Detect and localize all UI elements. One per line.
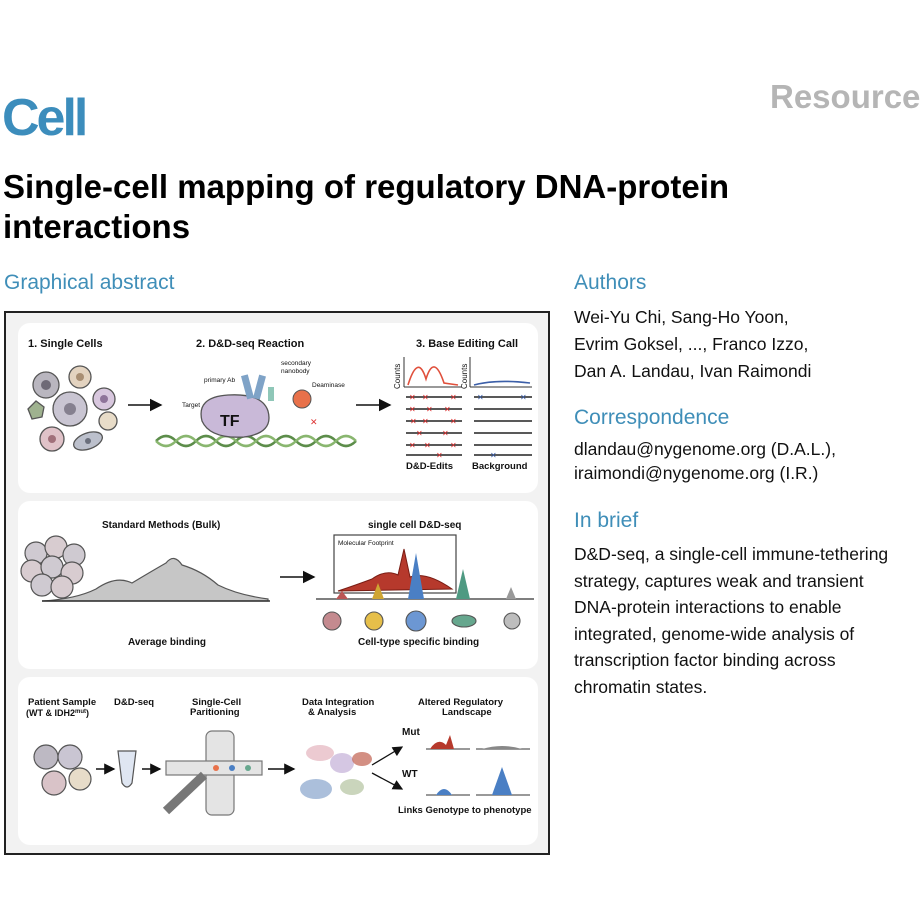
single-cells-illustration bbox=[27, 365, 118, 452]
in-brief-line: integrated, genome-wide analysis of bbox=[574, 623, 855, 644]
integration-label-1: Data Integration bbox=[302, 697, 375, 708]
partition-label-2: Paritioning bbox=[190, 707, 240, 718]
authors-line: Evrim Goksel, ..., Franco Izzo, bbox=[574, 334, 809, 354]
title-line-2: interactions bbox=[3, 208, 191, 245]
svg-text:✕: ✕ bbox=[436, 451, 443, 460]
in-brief-line: chromatin states. bbox=[574, 676, 708, 697]
altered-landscape-label-1: Altered Regulatory bbox=[418, 697, 504, 708]
dd-edits-label: D&D-Edits bbox=[406, 461, 453, 472]
authors-line: Wei-Yu Chi, Sang-Ho Yoon, bbox=[574, 307, 789, 327]
correspondence-list: dlandau@nygenome.org (D.A.L.), iraimondi… bbox=[574, 437, 836, 485]
partition-label-1: Single-Cell bbox=[192, 697, 241, 708]
tf-label: TF bbox=[220, 413, 240, 430]
deaminase-label: Deaminase bbox=[312, 382, 345, 389]
svg-text:✕: ✕ bbox=[442, 429, 449, 438]
graphical-abstract-svg: 1. Single Cells 2. D&D-seq Reaction 3. B… bbox=[18, 323, 538, 845]
wt-label: WT bbox=[402, 769, 418, 780]
graphical-abstract-heading: Graphical abstract bbox=[4, 271, 175, 294]
primary-ab-label: primary Ab bbox=[204, 377, 235, 384]
in-brief-line: strategy, captures weak and transient bbox=[574, 570, 864, 591]
authors-line: Dan A. Landau, Ivan Raimondi bbox=[574, 361, 812, 381]
in-brief-line: DNA-protein interactions to enable bbox=[574, 597, 842, 617]
svg-text:✕: ✕ bbox=[450, 441, 457, 450]
graphical-abstract-figure: 1. Single Cells 2. D&D-seq Reaction 3. B… bbox=[4, 311, 550, 855]
svg-text:✕: ✕ bbox=[450, 417, 457, 426]
article-type-label: Resource bbox=[770, 78, 920, 115]
arrow-wt bbox=[371, 772, 404, 790]
partition-device-illustration bbox=[162, 730, 263, 816]
patient-sample-label-2: (WT & IDH2mut) bbox=[26, 708, 89, 718]
svg-text:✕: ✕ bbox=[426, 405, 433, 414]
background-label: Background bbox=[472, 461, 528, 472]
secondary-nanobody-label-2: nanobody bbox=[281, 368, 310, 375]
in-brief-heading: In brief bbox=[574, 509, 639, 532]
patient-cells-illustration bbox=[33, 744, 92, 796]
dd-seq-label: D&D-seq bbox=[114, 697, 154, 708]
target-label: Target bbox=[182, 402, 200, 409]
integration-label-2: & Analysis bbox=[308, 707, 356, 718]
svg-text:✕: ✕ bbox=[409, 441, 416, 450]
svg-text:✕: ✕ bbox=[410, 417, 417, 426]
in-brief-text: D&D-seq, a single-cell immune-tethering … bbox=[574, 541, 920, 700]
landscape-tracks-illustration bbox=[426, 735, 530, 796]
cell-type-binding-label: Cell-type specific binding bbox=[358, 637, 479, 648]
journal-logo: Cell bbox=[2, 89, 88, 147]
svg-text:✕: ✕ bbox=[520, 393, 527, 402]
molecular-footprint-label: Molecular Footprint bbox=[338, 540, 394, 547]
umap-illustration bbox=[300, 745, 372, 799]
panel-1 bbox=[18, 323, 538, 493]
dd-seq-reaction-illustration: TF primary Ab secondary nanobody Deamina… bbox=[155, 360, 357, 448]
secondary-nanobody-label-1: secondary bbox=[281, 360, 312, 367]
base-editing-call-illustration: Counts Counts ✕✕✕ ✕✕✕ ✕✕✕ ✕✕ ✕✕✕ ✕ ✕✕✕ bbox=[393, 357, 532, 472]
correspondence-email[interactable]: dlandau@nygenome.org (D.A.L.), bbox=[574, 439, 836, 459]
patient-sample-label-1: Patient Sample bbox=[28, 697, 96, 708]
authors-list: Wei-Yu Chi, Sang-Ho Yoon, Evrim Goksel, … bbox=[574, 304, 811, 385]
bulk-label: Standard Methods (Bulk) bbox=[102, 520, 220, 531]
in-brief-line: D&D-seq, a single-cell immune-tethering bbox=[574, 544, 889, 564]
single-cell-dd-seq-label: single cell D&D-seq bbox=[368, 520, 461, 531]
in-brief-line: transcription factor binding across bbox=[574, 650, 836, 670]
single-cell-tracks-illustration: Molecular Footprint bbox=[316, 534, 534, 632]
svg-text:✕: ✕ bbox=[477, 393, 484, 402]
svg-text:✕: ✕ bbox=[409, 393, 416, 402]
authors-heading: Authors bbox=[574, 271, 647, 294]
step-2-label: 2. D&D-seq Reaction bbox=[196, 338, 304, 350]
svg-text:✕: ✕ bbox=[416, 429, 423, 438]
svg-text:✕: ✕ bbox=[422, 417, 429, 426]
svg-text:✕: ✕ bbox=[490, 451, 497, 460]
edit-mark: ✕ bbox=[310, 417, 318, 427]
step-3-label: 3. Base Editing Call bbox=[416, 338, 518, 350]
counts-axis-label-left: Counts bbox=[393, 364, 402, 389]
tube-icon bbox=[117, 750, 137, 788]
correspondence-email[interactable]: iraimondi@nygenome.org (I.R.) bbox=[574, 463, 819, 483]
article-title: Single-cell mapping of regulatory DNA-pr… bbox=[3, 167, 903, 247]
counts-axis-label-right: Counts bbox=[460, 364, 469, 389]
arrow-mut bbox=[371, 746, 404, 766]
svg-text:✕: ✕ bbox=[424, 441, 431, 450]
svg-text:✕: ✕ bbox=[409, 405, 416, 414]
mut-label: Mut bbox=[402, 727, 420, 738]
svg-text:✕: ✕ bbox=[422, 393, 429, 402]
correspondence-heading: Correspondence bbox=[574, 406, 730, 429]
svg-text:✕: ✕ bbox=[444, 405, 451, 414]
cell-cluster-illustration bbox=[20, 535, 86, 599]
altered-landscape-label-2: Landscape bbox=[442, 707, 492, 718]
svg-text:✕: ✕ bbox=[450, 393, 457, 402]
title-line-1: Single-cell mapping of regulatory DNA-pr… bbox=[3, 168, 730, 205]
step-1-label: 1. Single Cells bbox=[28, 338, 103, 350]
average-binding-label: Average binding bbox=[128, 637, 206, 648]
links-genotype-label: Links Genotype to phenotype bbox=[398, 805, 532, 816]
panel-3 bbox=[18, 677, 538, 845]
bulk-signal-track bbox=[41, 557, 269, 602]
